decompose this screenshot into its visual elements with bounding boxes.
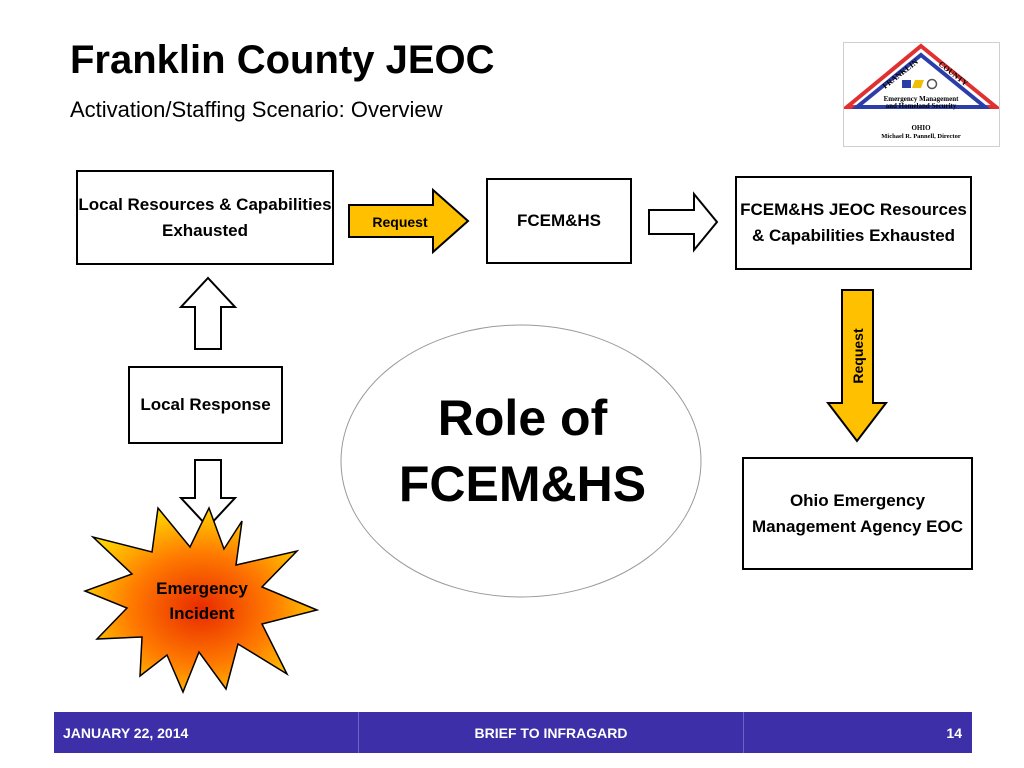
- slide-footer: JANUARY 22, 2014 BRIEF TO INFRAGARD 14: [54, 712, 972, 753]
- agency-logo: FRANKLIN COUNTY Emergency Management and…: [841, 42, 1002, 147]
- hollow-arrow-down: [178, 459, 238, 529]
- request-arrow-down: [825, 289, 889, 443]
- role-line1: Role of: [437, 390, 608, 446]
- request-arrow-right: [348, 187, 470, 255]
- emergency-burst: [82, 506, 320, 694]
- request-label-vertical: Request: [850, 328, 866, 384]
- footer-date: JANUARY 22, 2014: [54, 712, 359, 753]
- emergency-line2: Incident: [169, 604, 235, 623]
- local-response-box: Local Response: [128, 366, 283, 444]
- logo-director: Michael R. Pannell, Director: [881, 133, 961, 140]
- logo-state: OHIO: [911, 124, 931, 132]
- logo-line1: Emergency Management: [884, 95, 960, 103]
- logo-line2: and Homeland Security: [886, 102, 957, 110]
- fcemhs-box: FCEM&HS: [486, 178, 632, 264]
- emergency-line1: Emergency: [156, 579, 248, 598]
- hollow-arrow-right: [648, 191, 719, 253]
- slide-title: Franklin County JEOC: [70, 38, 495, 82]
- role-line2: FCEM&HS: [398, 456, 647, 512]
- footer-page-number: 14: [946, 724, 962, 741]
- role-ellipse: [340, 324, 702, 598]
- local-resources-box: Local Resources & Capabilities Exhausted: [76, 170, 334, 265]
- slide-subtitle: Activation/Staffing Scenario: Overview: [70, 97, 443, 122]
- footer-brief: BRIEF TO INFRAGARD: [359, 712, 744, 753]
- role-text: Role of FCEM&HS: [345, 385, 700, 517]
- jeoc-resources-box: FCEM&HS JEOC Resources & Capabilities Ex…: [735, 176, 972, 270]
- emergency-text: Emergency Incident: [127, 576, 277, 626]
- hollow-arrow-up: [178, 276, 238, 350]
- request-label-horizontal: Request: [372, 214, 428, 230]
- ohio-ema-box: Ohio Emergency Management Agency EOC: [742, 457, 973, 570]
